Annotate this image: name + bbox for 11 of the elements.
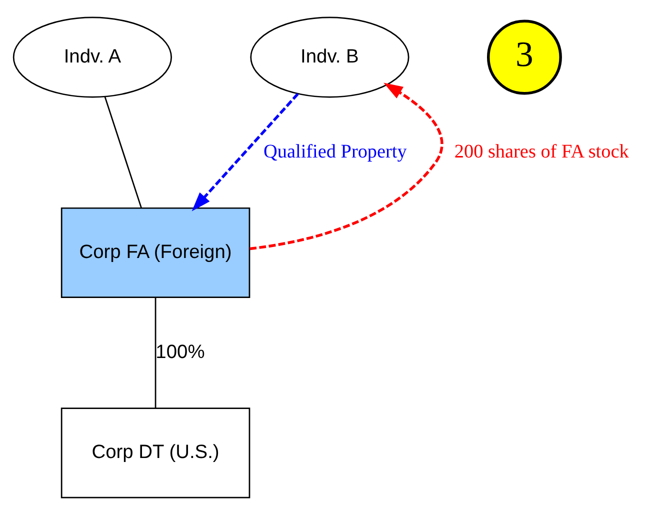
arrow xyxy=(250,82,444,250)
connector xyxy=(104,96,142,208)
arrow xyxy=(192,93,299,212)
connector xyxy=(154,297,156,408)
edge-label: Qualified Property xyxy=(264,142,407,163)
node-box: Corp FA (Foreign) xyxy=(60,207,250,298)
edge-label: 100% xyxy=(156,342,205,363)
node-box: Corp DT (U.S.) xyxy=(60,408,250,498)
node-circle: 3 xyxy=(486,20,562,95)
node-ellipse: Indv. A xyxy=(12,16,172,98)
edge-label: 200 shares of FA stock xyxy=(454,142,629,163)
